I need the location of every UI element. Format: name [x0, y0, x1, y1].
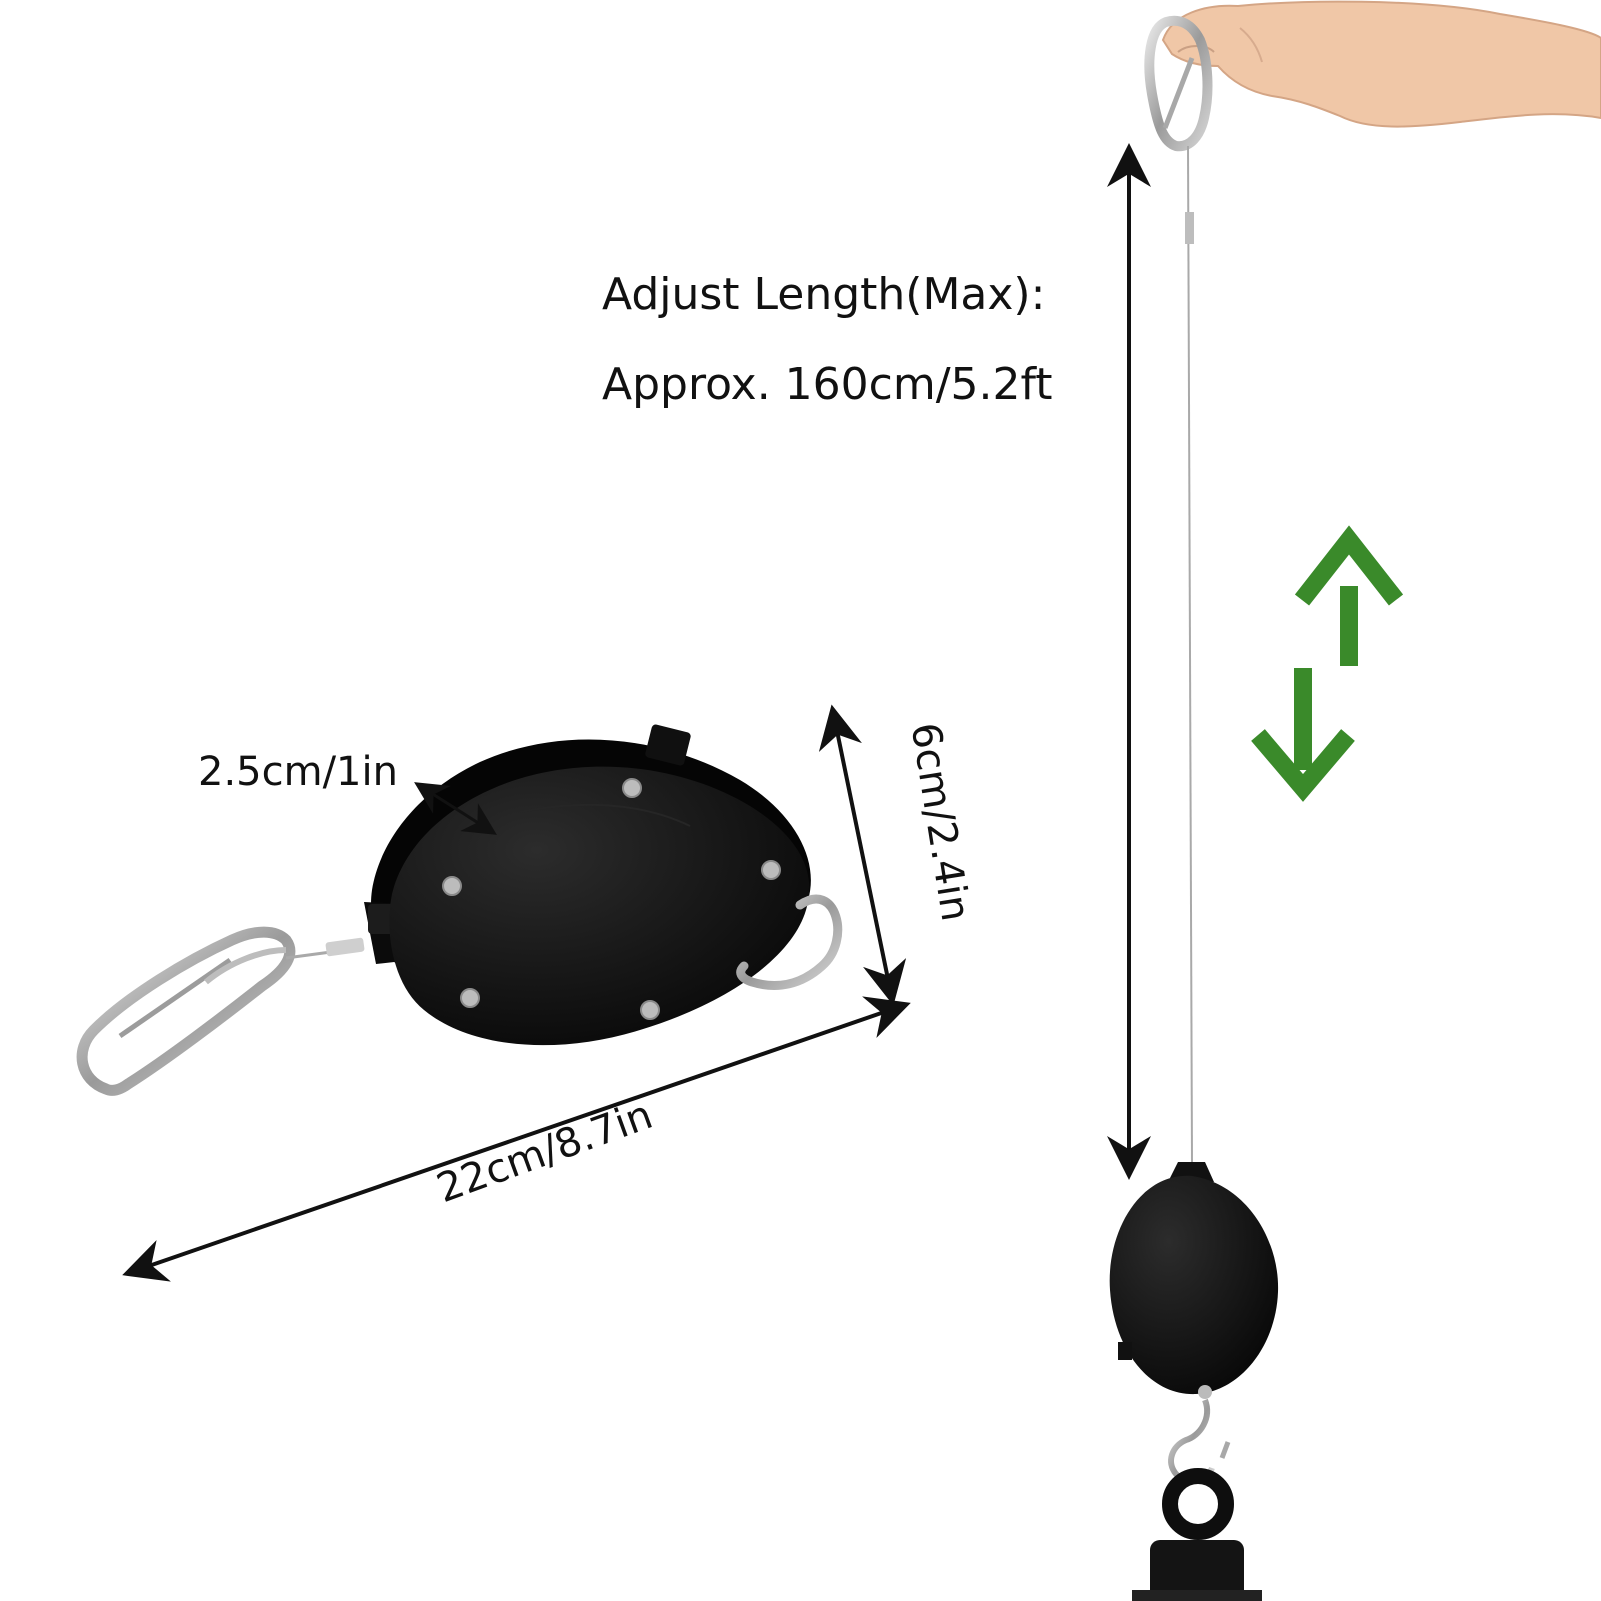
thickness-arrow	[414, 782, 497, 835]
down-arrow-icon	[1251, 668, 1355, 802]
main-reel-icon	[76, 724, 843, 1096]
wire-crimp	[1185, 212, 1194, 244]
wire	[1187, 145, 1193, 1163]
adjust-length-line2: Approx. 160cm/5.2ft	[602, 359, 1053, 410]
hanging-reel-icon	[1109, 1162, 1279, 1601]
adjust-length-line1: Adjust Length(Max):	[602, 269, 1046, 320]
side-carabiner-icon	[76, 926, 365, 1096]
height-arrow	[818, 704, 907, 1006]
hand-icon	[1161, 0, 1601, 128]
length-arrow	[122, 996, 911, 1282]
up-arrow-icon	[1294, 525, 1404, 666]
top-carabiner-icon	[1144, 15, 1213, 152]
adjust-length-label: Adjust Length(Max): Approx. 160cm/5.2ft	[602, 250, 1052, 430]
thickness-label: 2.5cm/1in	[198, 749, 398, 795]
